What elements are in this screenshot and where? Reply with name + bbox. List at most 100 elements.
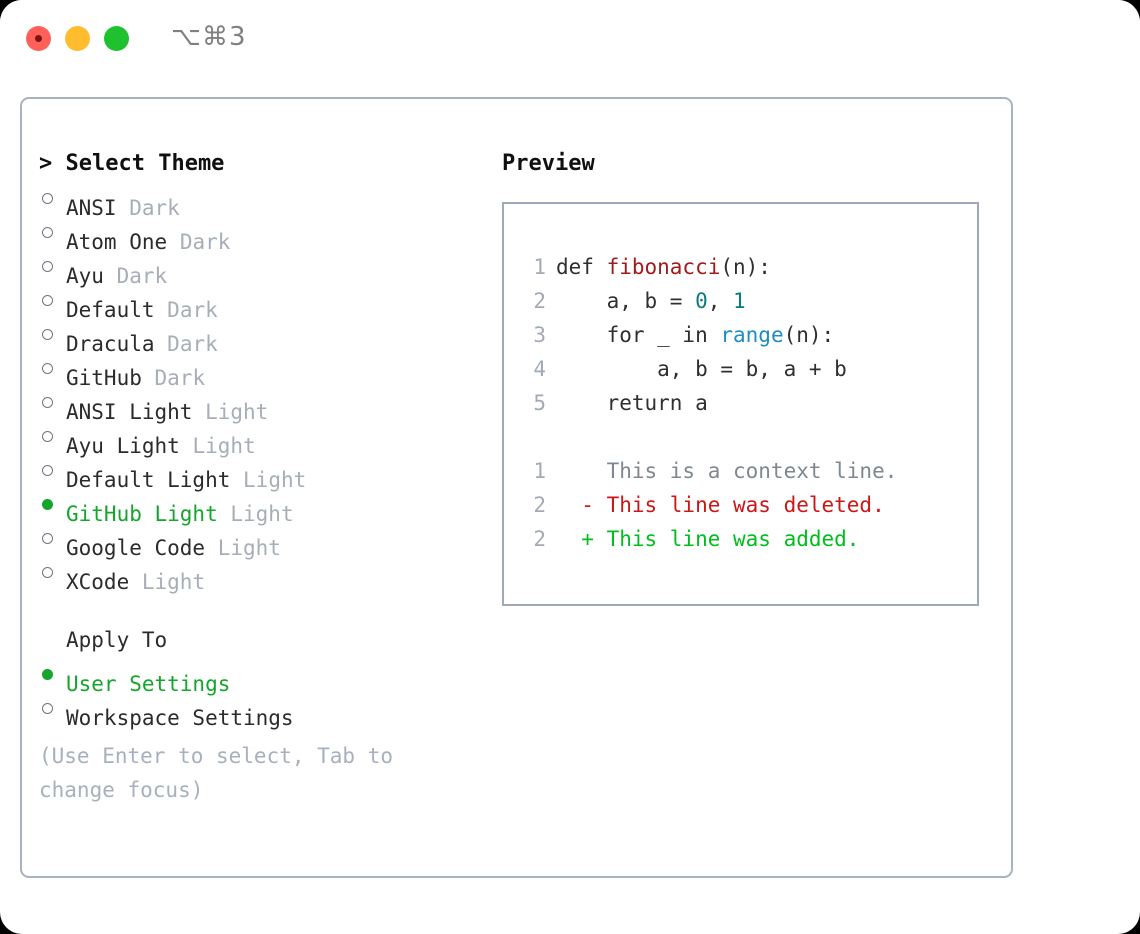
theme-option-category: Dark — [167, 298, 218, 322]
theme-option-row[interactable]: Atom One Dark — [39, 215, 479, 254]
theme-option-category: Dark — [129, 196, 180, 220]
theme-option-label: Ayu Light — [66, 434, 180, 458]
code-line: 5 return a — [518, 386, 977, 420]
diff-line-content: This is a context line. — [556, 459, 898, 483]
theme-option-label: GitHub Light — [66, 502, 218, 526]
code-line-content: return a — [556, 386, 708, 420]
theme-option-category: Light — [230, 502, 294, 526]
theme-option-row[interactable]: ANSI Light Light — [39, 385, 479, 424]
radio-unselected-icon[interactable] — [39, 555, 66, 589]
radio-selected-icon[interactable] — [39, 657, 66, 691]
theme-option-label: XCode — [66, 570, 130, 594]
radio-unselected-icon[interactable] — [39, 385, 66, 419]
label-separator — [167, 225, 180, 259]
theme-option-row[interactable]: Ayu Dark — [39, 249, 479, 288]
label-separator — [155, 327, 168, 361]
radio-unselected-icon[interactable] — [39, 181, 66, 215]
label-separator — [180, 429, 193, 463]
label-separator — [230, 463, 243, 497]
radio-unselected-icon[interactable] — [39, 691, 66, 725]
label-separator — [192, 395, 205, 429]
label-separator — [104, 259, 117, 293]
diff-line: 2 - This line was deleted. — [518, 488, 977, 522]
theme-option-row[interactable]: Ayu Light Light — [39, 419, 479, 458]
theme-option-row[interactable]: Dracula Dark — [39, 317, 479, 356]
title-bar: ⌥⌘3 — [0, 0, 1140, 78]
theme-option-row[interactable]: GitHub Dark — [39, 351, 479, 390]
theme-option-category: Dark — [116, 264, 168, 288]
radio-unselected-icon[interactable] — [39, 317, 66, 351]
code-token: , — [707, 289, 734, 313]
theme-option-row[interactable]: ANSI Dark — [39, 181, 479, 220]
theme-option-category: Dark — [179, 230, 231, 254]
code-token: fibonacci — [606, 255, 721, 279]
code-line-number: 5 — [533, 391, 546, 415]
label-separator — [218, 497, 231, 531]
code-line-content: def fibonacci(n): — [556, 250, 771, 284]
keyboard-shortcut-label: ⌥⌘3 — [171, 22, 247, 52]
theme-option-label: Default Light — [66, 468, 231, 492]
theme-option-label: Atom One — [66, 230, 168, 254]
radio-selected-icon[interactable] — [39, 487, 66, 521]
select-theme-heading: > Select Theme — [39, 151, 225, 176]
code-line: 2 a, b = 0, 1 — [518, 284, 977, 318]
theme-option-row[interactable]: Google Code Light — [39, 521, 479, 560]
code-line-number: 2 — [533, 289, 546, 313]
radio-unselected-icon[interactable] — [39, 249, 66, 283]
diff-line: 2 + This line was added. — [518, 522, 977, 556]
code-line: 4 a, b = b, a + b — [518, 352, 977, 386]
radio-unselected-icon[interactable] — [39, 419, 66, 453]
radio-unselected-icon[interactable] — [39, 453, 66, 487]
code-token: (n): — [720, 255, 771, 279]
apply-to-heading-row: Apply To — [39, 623, 479, 657]
theme-option-category: Dark — [154, 366, 206, 390]
apply-to-option-label: Workspace Settings — [66, 706, 294, 730]
apply-to-option-row[interactable]: User Settings — [39, 657, 479, 696]
code-token: 1 — [733, 289, 746, 313]
code-line-number: 3 — [533, 323, 546, 347]
theme-option-category: Light — [243, 468, 307, 492]
theme-option-category: Light — [217, 536, 281, 560]
theme-option-row[interactable]: XCode Light — [39, 555, 479, 594]
code-token: for _ in — [606, 323, 721, 347]
radio-unselected-icon[interactable] — [39, 351, 66, 385]
close-button-icon[interactable] — [26, 26, 51, 51]
radio-unselected-icon[interactable] — [39, 283, 66, 317]
traffic-lights — [26, 26, 129, 51]
code-line: 3 for _ in range(n): — [518, 318, 977, 352]
theme-option-row[interactable]: GitHub Light Light — [39, 487, 479, 526]
minimize-button-icon[interactable] — [65, 26, 90, 51]
code-token: a, b = b, a + b — [657, 357, 847, 381]
apply-to-option-label: User Settings — [66, 672, 231, 696]
radio-unselected-icon[interactable] — [39, 521, 66, 555]
theme-option-row[interactable]: Default Dark — [39, 283, 479, 322]
theme-option-category: Dark — [167, 332, 218, 356]
theme-option-label: Default — [66, 298, 155, 322]
apply-to-option-row[interactable]: Workspace Settings — [39, 691, 479, 730]
code-token: a, b = — [606, 289, 696, 313]
code-line-content: a, b = 0, 1 — [556, 284, 746, 318]
code-token: return a — [606, 391, 708, 415]
theme-option-row[interactable]: Default Light Light — [39, 453, 479, 492]
diff-line: 1 This is a context line. — [518, 454, 977, 488]
diff-line-number: 2 — [533, 527, 546, 551]
code-token: 0 — [695, 289, 708, 313]
theme-option-label: GitHub — [66, 366, 142, 390]
code-line-content: a, b = b, a + b — [556, 352, 847, 386]
label-separator — [155, 293, 168, 327]
radio-unselected-icon[interactable] — [39, 215, 66, 249]
preview-heading: Preview — [502, 151, 595, 176]
maximize-button-icon[interactable] — [104, 26, 129, 51]
diff-line-content: - This line was deleted. — [556, 493, 885, 517]
theme-option-category: Light — [205, 400, 269, 424]
theme-option-label: Dracula — [66, 332, 155, 356]
diff-line-content: + This line was added. — [556, 527, 860, 551]
